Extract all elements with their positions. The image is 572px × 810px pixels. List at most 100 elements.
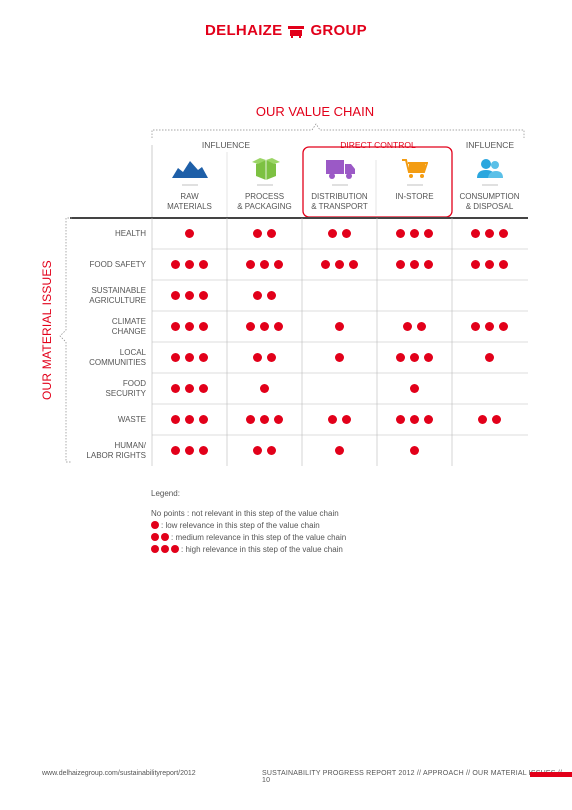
relevance-dot bbox=[424, 353, 433, 362]
relevance-dot bbox=[260, 260, 269, 269]
relevance-dot bbox=[260, 384, 269, 393]
relevance-dot bbox=[403, 322, 412, 331]
legend: Legend: No points : not relevant in this… bbox=[151, 488, 411, 556]
brand-left: DELHAIZE bbox=[205, 22, 283, 39]
row-label-waste: WASTE bbox=[117, 415, 146, 424]
relevance-dot bbox=[396, 415, 405, 424]
relevance-dot bbox=[410, 260, 419, 269]
relevance-dot bbox=[253, 229, 262, 238]
relevance-dot bbox=[471, 229, 480, 238]
relevance-dot bbox=[171, 260, 180, 269]
relevance-dot bbox=[274, 260, 283, 269]
relevance-dot bbox=[199, 322, 208, 331]
relevance-dot bbox=[335, 446, 344, 455]
phase-influence-right: INFLUENCE bbox=[465, 140, 515, 150]
relevance-dot bbox=[171, 384, 180, 393]
relevance-dot bbox=[253, 353, 262, 362]
legend-dot bbox=[171, 545, 179, 553]
relevance-dot bbox=[171, 291, 180, 300]
relevance-dot bbox=[349, 260, 358, 269]
relevance-dot bbox=[335, 260, 344, 269]
relevance-dot bbox=[410, 415, 419, 424]
relevance-dot bbox=[335, 322, 344, 331]
phase-influence-left: INFLUENCE bbox=[201, 140, 251, 150]
column-consumption-disposal: CONSUMPTION& DISPOSAL bbox=[459, 192, 520, 211]
value-chain-title: OUR VALUE CHAIN bbox=[255, 104, 375, 119]
legend-dot bbox=[151, 521, 159, 529]
relevance-dot bbox=[410, 229, 419, 238]
relevance-dot bbox=[396, 260, 405, 269]
relevance-dot bbox=[185, 446, 194, 455]
legend-dot bbox=[161, 545, 169, 553]
column-in-store: IN-STORE bbox=[395, 192, 434, 201]
relevance-dot bbox=[328, 415, 337, 424]
relevance-dot bbox=[471, 260, 480, 269]
relevance-dot bbox=[410, 353, 419, 362]
relevance-dot bbox=[396, 353, 405, 362]
relevance-dot bbox=[185, 384, 194, 393]
row-label-human-labor-rights: HUMAN/LABOR RIGHTS bbox=[86, 441, 146, 460]
row-label-health: HEALTH bbox=[115, 229, 146, 238]
relevance-dot bbox=[410, 384, 419, 393]
relevance-dot bbox=[185, 260, 194, 269]
relevance-dot bbox=[499, 260, 508, 269]
relevance-dot bbox=[267, 353, 276, 362]
legend-low: : low relevance in this step of the valu… bbox=[151, 520, 411, 532]
relevance-dot bbox=[485, 260, 494, 269]
lion-logo-icon bbox=[288, 25, 305, 38]
relevance-dot bbox=[321, 260, 330, 269]
relevance-dot bbox=[253, 291, 262, 300]
relevance-dot bbox=[171, 353, 180, 362]
relevance-dot bbox=[199, 415, 208, 424]
relevance-dot bbox=[328, 229, 337, 238]
brand-right: GROUP bbox=[310, 22, 367, 39]
legend-dot bbox=[161, 533, 169, 541]
legend-high: : high relevance in this step of the val… bbox=[151, 544, 411, 556]
relevance-dot bbox=[274, 415, 283, 424]
shopping-cart-icon bbox=[402, 159, 428, 178]
relevance-dot bbox=[185, 415, 194, 424]
legend-title: Legend: bbox=[151, 489, 180, 498]
relevance-dot bbox=[485, 229, 494, 238]
relevance-dot bbox=[199, 384, 208, 393]
relevance-dot bbox=[185, 353, 194, 362]
relevance-dot bbox=[246, 415, 255, 424]
relevance-dot bbox=[335, 353, 344, 362]
relevance-dot bbox=[485, 322, 494, 331]
package-icon bbox=[252, 158, 280, 180]
relevance-dot bbox=[396, 229, 405, 238]
relevance-dot bbox=[185, 322, 194, 331]
relevance-dot bbox=[260, 415, 269, 424]
relevance-dot bbox=[171, 446, 180, 455]
delhaize-group-logo: DELHAIZE GROUP bbox=[0, 22, 572, 39]
footer-accent-bar bbox=[530, 772, 572, 777]
relevance-dot bbox=[342, 415, 351, 424]
relevance-dot bbox=[417, 322, 426, 331]
column-distribution-transport: DISTRIBUTION& TRANSPORT bbox=[311, 192, 368, 211]
relevance-dot bbox=[185, 229, 194, 238]
relevance-dot bbox=[199, 446, 208, 455]
footer-url[interactable]: www.delhaizegroup.com/sustainabilityrepo… bbox=[42, 770, 196, 777]
people-icon bbox=[477, 159, 503, 178]
relevance-dot bbox=[424, 229, 433, 238]
relevance-dot bbox=[499, 229, 508, 238]
relevance-dot bbox=[267, 446, 276, 455]
relevance-dot bbox=[274, 322, 283, 331]
relevance-dot bbox=[424, 415, 433, 424]
relevance-dot bbox=[267, 291, 276, 300]
relevance-dot bbox=[478, 415, 487, 424]
legend-none: No points : not relevant in this step of… bbox=[151, 509, 339, 518]
relevance-dot bbox=[424, 260, 433, 269]
relevance-dot bbox=[410, 446, 419, 455]
truck-icon bbox=[326, 160, 355, 179]
column-process-packaging: PROCESS& PACKAGING bbox=[237, 192, 292, 211]
relevance-dot bbox=[260, 322, 269, 331]
relevance-dot bbox=[171, 322, 180, 331]
relevance-dot bbox=[246, 260, 255, 269]
